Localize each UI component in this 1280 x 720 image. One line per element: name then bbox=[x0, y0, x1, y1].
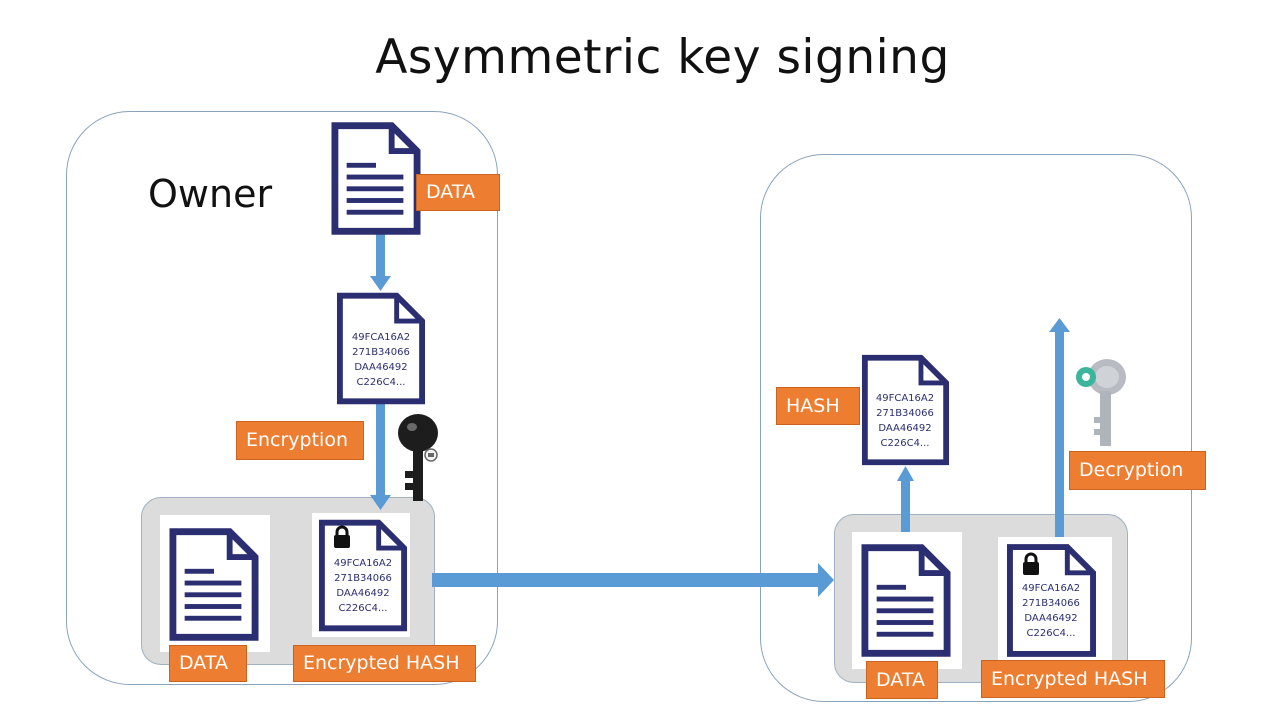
hash-line: C226C4... bbox=[1027, 628, 1076, 639]
hash-line: 49FCA16A2 bbox=[1022, 583, 1080, 594]
hash-line: DAA46492 bbox=[354, 362, 407, 373]
arrow-hash-to-encrypted bbox=[370, 404, 391, 510]
owner-label: Owner bbox=[148, 172, 273, 216]
hash-line: DAA46492 bbox=[878, 423, 931, 434]
black-key-icon bbox=[398, 414, 438, 501]
hash-line: 49FCA16A2 bbox=[876, 393, 934, 404]
decryption-label: Decryption bbox=[1069, 451, 1206, 490]
arrow-decryption-up bbox=[1049, 318, 1070, 537]
hash-line: DAA46492 bbox=[336, 588, 389, 599]
hash-line: DAA46492 bbox=[1024, 613, 1077, 624]
gray-key-icon bbox=[1076, 359, 1126, 446]
hash-label: HASH bbox=[776, 387, 860, 425]
hash-text-owner-encrypted: 49FCA16A2 271B34066DAA46492C226C4... bbox=[334, 558, 392, 614]
data-label: DATA bbox=[416, 174, 500, 211]
arrow-data-to-hash bbox=[370, 233, 391, 291]
hash-line: 271B34066 bbox=[352, 347, 410, 358]
hash-line: C226C4... bbox=[357, 377, 406, 388]
hash-text-receiver: 49FCA16A2 271B34066DAA46492C226C4... bbox=[876, 393, 934, 449]
receiver-bundle-data-icon bbox=[865, 548, 947, 654]
owner-encrypted-hash-label: Encrypted HASH bbox=[293, 645, 476, 682]
hash-line: 49FCA16A2 bbox=[334, 558, 392, 569]
hash-line: C226C4... bbox=[881, 438, 930, 449]
hash-line: 49FCA16A2 bbox=[352, 332, 410, 343]
hash-line: 271B34066 bbox=[1022, 598, 1080, 609]
receiver-encrypted-hash-label: Encrypted HASH bbox=[981, 660, 1165, 698]
hash-line: 271B34066 bbox=[334, 573, 392, 584]
hash-line: C226C4... bbox=[339, 603, 388, 614]
data-document-icon bbox=[335, 126, 417, 232]
owner-bundle-data-icon bbox=[173, 532, 255, 638]
receiver-data-label: DATA bbox=[866, 661, 938, 699]
hash-text-receiver-encrypted: 49FCA16A2 271B34066DAA46492C226C4... bbox=[1022, 583, 1080, 639]
owner-data-label: DATA bbox=[169, 645, 247, 682]
arrow-owner-to-receiver bbox=[432, 563, 834, 597]
hash-line: 271B34066 bbox=[876, 408, 934, 419]
encryption-label: Encryption bbox=[236, 421, 364, 460]
hash-text-top: 49FCA16A2 271B34066DAA46492C226C4... bbox=[352, 332, 410, 388]
page-title: Asymmetric key signing bbox=[375, 30, 950, 85]
arrow-data-to-hash-receiver bbox=[897, 466, 914, 532]
